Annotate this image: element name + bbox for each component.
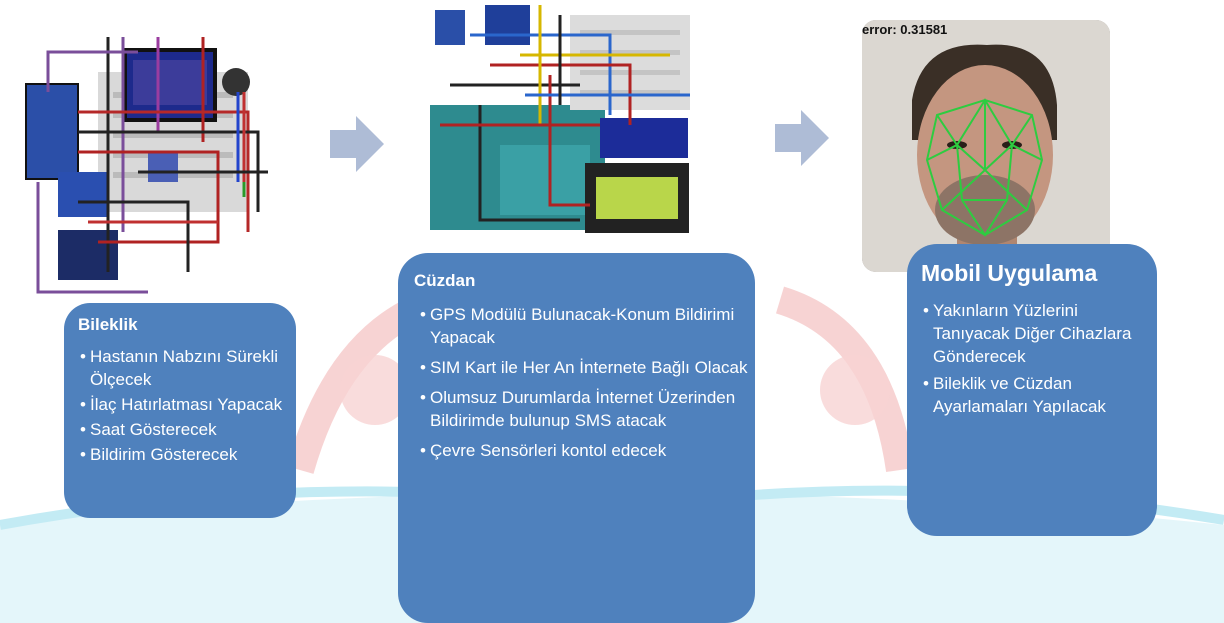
list-item: SIM Kart ile Her An İnternete Bağlı Olac… — [420, 356, 755, 379]
cuzdan-circuit-image — [430, 5, 690, 233]
bileklik-list: Hastanın Nabzını Sürekli Ölçecek İlaç Ha… — [78, 345, 296, 466]
arrow-right-icon — [330, 116, 384, 172]
list-item: Yakınların Yüzlerini Tanıyacak Diğer Cih… — [923, 299, 1157, 368]
cuzdan-title: Cüzdan — [414, 271, 476, 290]
list-item: Bildirim Gösterecek — [80, 443, 296, 466]
bileklik-box: Bileklik Hastanın Nabzını Sürekli Ölçece… — [64, 303, 296, 518]
mobil-box: Mobil Uygulama Yakınların Yüzlerini Tanı… — [907, 244, 1157, 536]
bileklik-title: Bileklik — [78, 315, 138, 334]
cuzdan-box: Cüzdan GPS Modülü Bulunacak-Konum Bildir… — [398, 253, 755, 623]
error-readout: error: 0.31581 — [862, 22, 948, 37]
arrow-right-icon — [775, 110, 829, 166]
mobil-list: Yakınların Yüzlerini Tanıyacak Diğer Cih… — [921, 299, 1157, 418]
list-item: Hastanın Nabzını Sürekli Ölçecek — [80, 345, 296, 391]
list-item: İlaç Hatırlatması Yapacak — [80, 393, 296, 416]
list-item: Olumsuz Durumlarda İnternet Üzerinden Bi… — [420, 386, 755, 432]
list-item: GPS Modülü Bulunacak-Konum Bildirimi Yap… — [420, 303, 755, 349]
face-recognition-image — [862, 20, 1110, 272]
mobil-title: Mobil Uygulama — [921, 260, 1098, 286]
cuzdan-list: GPS Modülü Bulunacak-Konum Bildirimi Yap… — [414, 303, 755, 462]
list-item: Bileklik ve Cüzdan Ayarlamaları Yapılaca… — [923, 372, 1157, 418]
list-item: Çevre Sensörleri kontol edecek — [420, 439, 755, 462]
list-item: Saat Gösterecek — [80, 418, 296, 441]
bileklik-circuit-image — [25, 37, 268, 294]
